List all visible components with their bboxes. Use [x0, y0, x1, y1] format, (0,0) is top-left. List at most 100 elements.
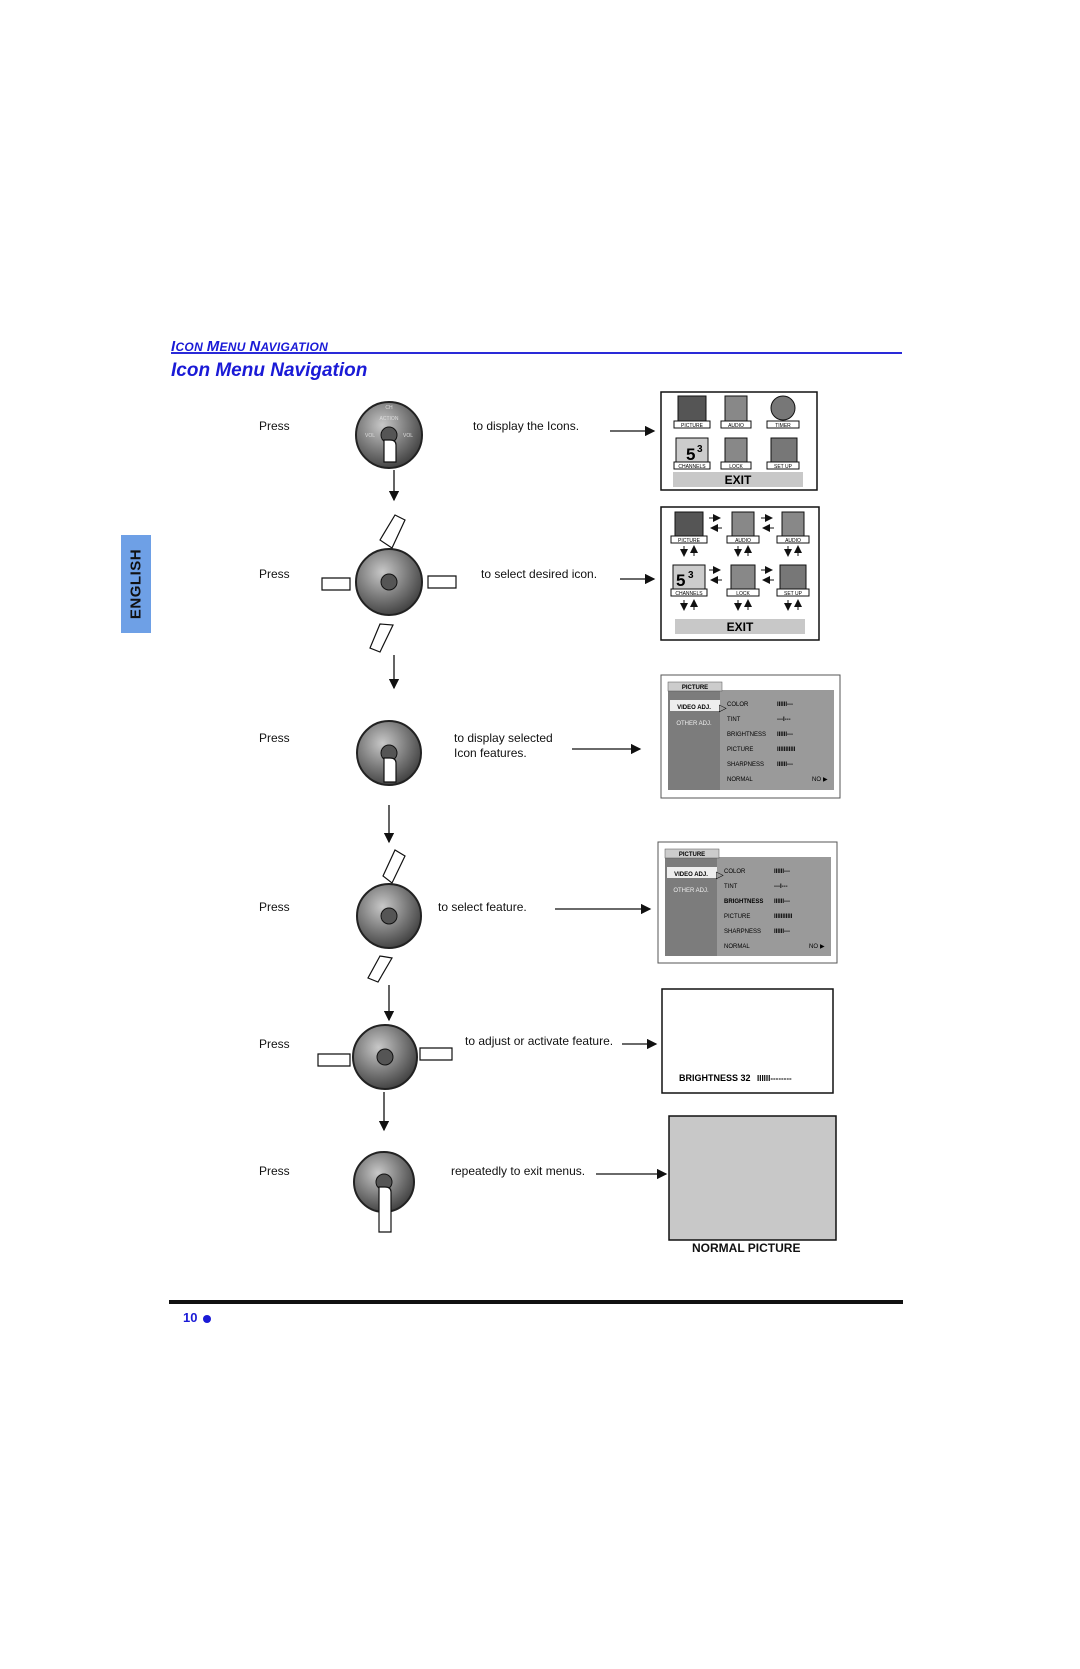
bullet-icon — [203, 1314, 212, 1323]
svg-text:PICTURE: PICTURE — [679, 852, 705, 858]
svg-text:IIIIII---: IIIIII--- — [777, 702, 793, 708]
svg-text:CHANNELS: CHANNELS — [678, 464, 706, 470]
setup-icon: SET UP — [776, 564, 810, 597]
page-title: Icon Menu Navigation — [171, 360, 368, 381]
footer-rule — [169, 1300, 903, 1304]
flow-arrows — [378, 425, 668, 1180]
svg-text:---I---: ---I--- — [774, 884, 788, 890]
svg-text:SHARPNESS: SHARPNESS — [724, 929, 761, 935]
svg-text:NORMAL: NORMAL — [727, 777, 753, 783]
svg-text:IIIIIIIIIII: IIIIIIIIIII — [774, 914, 793, 920]
svg-text:SET UP: SET UP — [784, 591, 803, 597]
timer-icon: TIMER — [766, 395, 800, 429]
adjust-screen: BRIGHTNESS 32 IIIIII-------- — [661, 988, 834, 1094]
svg-text:3: 3 — [688, 570, 694, 581]
language-tab: ENGLISH — [121, 535, 151, 633]
lock-icon: LOCK — [726, 564, 760, 597]
svg-text:IIIIII---: IIIIII--- — [774, 899, 790, 905]
step-3-text-line2: Icon features. — [454, 746, 527, 760]
svg-text:IIIIIIIIIII: IIIIIIIIIII — [777, 747, 796, 753]
picture-icon: PICTURE — [670, 511, 708, 544]
step-1-text: to display the Icons. — [473, 419, 580, 433]
brightness-readout: BRIGHTNESS 32 — [679, 1073, 751, 1083]
svg-text:---I---: ---I--- — [777, 717, 791, 723]
press-label: Press — [259, 1164, 290, 1178]
svg-text:IIIIII---: IIIIII--- — [774, 929, 790, 935]
nav-direction-arrows — [680, 514, 802, 611]
svg-text:BRIGHTNESS: BRIGHTNESS — [724, 899, 763, 905]
svg-text:IIIIII---: IIIIII--- — [777, 732, 793, 738]
svg-text:OTHER ADJ.: OTHER ADJ. — [676, 721, 712, 727]
svg-text:TINT: TINT — [727, 717, 741, 723]
remote-knob — [356, 849, 422, 983]
setup-icon: SET UP — [766, 437, 800, 470]
svg-text:AUDIO: AUDIO — [785, 538, 801, 544]
normal-picture-caption: NORMAL PICTURE — [692, 1241, 801, 1255]
brightness-bar: IIIIII-------- — [757, 1074, 792, 1083]
normal-picture-screen — [668, 1115, 837, 1241]
exit-label: EXIT — [727, 620, 754, 634]
svg-text:PICTURE: PICTURE — [682, 685, 708, 691]
svg-text:▷: ▷ — [719, 703, 727, 714]
press-label: Press — [259, 419, 290, 433]
picture-icon: PICTURE — [673, 395, 711, 429]
step-3-text-line1: to display selected — [454, 731, 553, 745]
svg-text:PICTURE: PICTURE — [678, 538, 701, 544]
step-4-text: to select feature. — [438, 900, 527, 914]
svg-text:PICTURE: PICTURE — [681, 423, 704, 429]
audio-icon: AUDIO — [726, 511, 760, 544]
svg-text:AUDIO: AUDIO — [735, 538, 751, 544]
remote-knob — [353, 1151, 415, 1233]
svg-text:COLOR: COLOR — [727, 702, 749, 708]
svg-text:IIIIII---: IIIIII--- — [774, 869, 790, 875]
remote-knob — [356, 720, 422, 786]
svg-text:TIMER: TIMER — [775, 423, 791, 429]
press-label: Press — [259, 731, 290, 745]
press-label: Press — [259, 567, 290, 581]
audio-icon: AUDIO — [776, 511, 810, 544]
svg-text:3: 3 — [697, 444, 703, 455]
svg-text:TINT: TINT — [724, 884, 738, 890]
lock-icon: LOCK — [720, 437, 752, 470]
step-5-text: to adjust or activate feature. — [465, 1034, 614, 1048]
section-header: ICON MENU NAVIGATION — [171, 338, 329, 355]
svg-text:BRIGHTNESS: BRIGHTNESS — [727, 732, 766, 738]
step-2-text: to select desired icon. — [481, 567, 598, 581]
svg-text:IIIIII---: IIIIII--- — [777, 762, 793, 768]
svg-text:LOCK: LOCK — [736, 591, 750, 597]
svg-text:VIDEO ADJ.: VIDEO ADJ. — [674, 872, 708, 878]
svg-text:CHANNELS: CHANNELS — [675, 591, 703, 597]
remote-knob — [317, 1024, 453, 1090]
svg-text:LOCK: LOCK — [729, 464, 743, 470]
step-6-text: repeatedly to exit menus. — [451, 1164, 586, 1178]
svg-text:PICTURE: PICTURE — [727, 747, 753, 753]
header-rule — [171, 352, 902, 354]
svg-text:VIDEO ADJ.: VIDEO ADJ. — [677, 705, 711, 711]
remote-knob: CH ACTION VOL VOL — [355, 401, 423, 469]
svg-text:NORMAL: NORMAL — [724, 944, 750, 950]
svg-text:5: 5 — [676, 571, 685, 590]
svg-text:PICTURE: PICTURE — [724, 914, 750, 920]
knob-vol-left: VOL — [365, 433, 375, 439]
picture-menu-screen: PICTURE VIDEO ADJ. OTHER ADJ. ▷ COLOR III… — [660, 674, 841, 799]
svg-text:OTHER ADJ.: OTHER ADJ. — [673, 888, 709, 894]
knob-action-label: ACTION — [380, 416, 399, 422]
exit-label: EXIT — [725, 473, 752, 487]
press-label: Press — [259, 900, 290, 914]
svg-text:SHARPNESS: SHARPNESS — [727, 762, 764, 768]
knob-ch-label: CH — [385, 405, 393, 411]
svg-text:NO: NO — [812, 777, 821, 783]
svg-text:COLOR: COLOR — [724, 869, 746, 875]
svg-text:NO: NO — [809, 944, 818, 950]
press-label: Press — [259, 1037, 290, 1051]
audio-icon: AUDIO — [720, 395, 752, 429]
page-number: 10 — [183, 1310, 212, 1325]
remote-knob — [321, 514, 457, 653]
svg-text:SET UP: SET UP — [774, 464, 793, 470]
svg-text:▶: ▶ — [820, 944, 825, 950]
